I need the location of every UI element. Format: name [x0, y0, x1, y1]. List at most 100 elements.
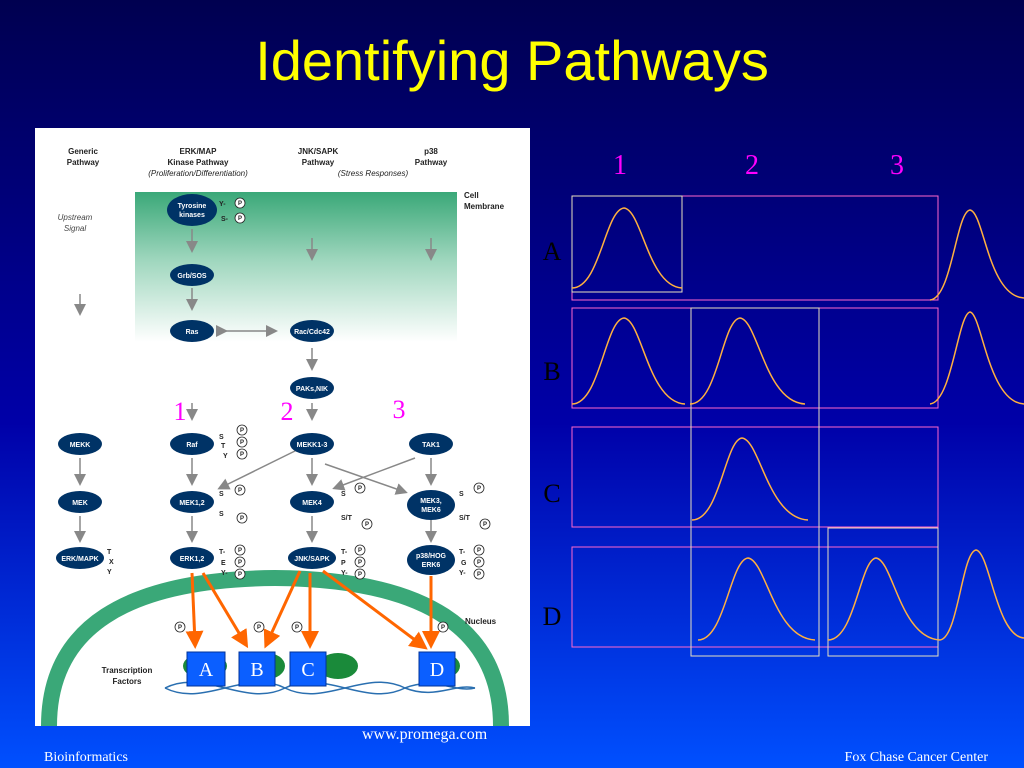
node-erk-mapk	[56, 547, 104, 569]
node-kinases-label: kinases	[179, 212, 205, 219]
phospho-circle	[234, 568, 246, 580]
phospho-p: P	[178, 625, 182, 631]
mod-letter: P	[341, 560, 346, 567]
footer-left: Bioinformatics	[44, 750, 128, 765]
curve-d2	[697, 557, 816, 641]
node-grb-label: Grb/SOS	[177, 273, 207, 280]
header-p38-line1: p38	[424, 147, 438, 156]
node-mek4-label: MEK4	[302, 500, 322, 507]
phospho-circle	[234, 484, 246, 496]
mod-letter: Y-	[221, 570, 228, 577]
mod-letter: X	[109, 559, 114, 566]
gray-arrow	[217, 449, 298, 490]
node-mekk1-3	[290, 433, 334, 455]
header-jnk-line3: (Stress Responses)	[338, 169, 409, 178]
phospho-p: P	[240, 452, 244, 458]
phospho-p: P	[358, 572, 362, 578]
phospho-circle	[354, 556, 366, 568]
phospho-circle	[253, 621, 265, 633]
node-erkmapk-label: ERK/MAPK	[61, 556, 98, 563]
mod-letter: Y-	[219, 201, 226, 208]
factors-label: Factors	[113, 677, 142, 686]
phospho-p: P	[477, 572, 481, 578]
mod-letter: S	[219, 491, 224, 498]
phospho-p: P	[477, 486, 481, 492]
phospho-p: P	[257, 625, 261, 631]
mod-letter: T-	[341, 549, 348, 556]
grid-col-3: 3	[890, 150, 904, 181]
orange-arrow	[263, 570, 302, 649]
mod-letter: Y	[107, 569, 112, 576]
curve-b1	[571, 317, 686, 405]
orange-arrow	[322, 569, 428, 650]
node-mek6-label: MEK6	[421, 507, 441, 514]
mod-letter: S	[459, 491, 464, 498]
node-mek1-2	[170, 491, 214, 513]
phospho-p: P	[295, 625, 299, 631]
node-ras	[170, 320, 214, 342]
mod-letter: S/T	[459, 515, 471, 522]
grid-col-1: 1	[613, 150, 627, 181]
phospho-circle	[473, 568, 485, 580]
header-generic-line2: Pathway	[67, 158, 100, 167]
diagram-pathway-2: 2	[281, 397, 294, 426]
mod-letter: Y-	[341, 570, 348, 577]
mod-letter: S-	[221, 216, 229, 223]
pathway-diagram: Generic Pathway ERK/MAP Kinase Pathway (…	[35, 128, 530, 726]
tf-box-b	[238, 651, 276, 687]
phospho-circle	[473, 544, 485, 556]
mod-letter: S	[341, 491, 346, 498]
node-ras-label: Ras	[186, 329, 199, 336]
grid-col-2: 2	[745, 150, 759, 181]
cell-highlight	[827, 527, 939, 657]
node-tyrosine-kinases	[167, 194, 217, 226]
curve-b2	[689, 317, 806, 405]
phospho-p: P	[238, 572, 242, 578]
header-erk-line1: ERK/MAP	[180, 147, 218, 156]
node-paks-label: PAKs,NIK	[296, 386, 328, 393]
node-paks-nik	[290, 377, 334, 399]
node-jnk-sapk	[288, 547, 336, 569]
mod-letter: Y-	[459, 570, 466, 577]
node-mekk13-label: MEKK1-3	[297, 442, 328, 449]
phospho-p: P	[358, 560, 362, 566]
header-jnk-line1: JNK/SAPK	[298, 147, 339, 156]
node-raf-label: Raf	[186, 442, 198, 449]
phospho-circle	[234, 212, 246, 224]
phospho-circle	[236, 424, 248, 436]
phospho-p: P	[238, 216, 242, 222]
transcription-label: Transcription	[102, 666, 153, 675]
header-generic-line1: Generic	[68, 147, 98, 156]
mod-letter: E	[221, 560, 226, 567]
node-erk1-2	[170, 547, 214, 569]
gray-arrow	[332, 457, 416, 491]
tf-box-a	[186, 651, 226, 687]
phospho-p: P	[477, 560, 481, 566]
tf-box-a-label: A	[199, 659, 214, 681]
nucleus-label: Nucleus	[465, 617, 497, 626]
phospho-circle	[354, 568, 366, 580]
header-jnk-line2: Pathway	[302, 158, 335, 167]
phospho-p: P	[483, 522, 487, 528]
node-p38hog-label: p38/HOG	[416, 553, 447, 560]
node-mek-label: MEK	[72, 500, 88, 507]
curve-c2	[691, 437, 809, 521]
diagram-pathway-3: 3	[393, 395, 406, 424]
phospho-circle	[473, 482, 485, 494]
node-p38-hog	[407, 545, 455, 575]
node-mek	[58, 491, 102, 513]
curve-b3	[929, 311, 1024, 405]
phospho-p: P	[238, 488, 242, 494]
node-mek4	[290, 491, 334, 513]
phospho-circle	[236, 512, 248, 524]
phospho-circle	[234, 556, 246, 568]
orange-arrow	[201, 572, 249, 649]
mod-letter: S/T	[341, 515, 353, 522]
phospho-p: P	[441, 625, 445, 631]
phospho-p: P	[238, 548, 242, 554]
diagram-pathway-1: 1	[174, 397, 187, 426]
tf-box-b-label: B	[250, 659, 263, 681]
upstream-label: Upstream	[58, 213, 93, 222]
footer-right: Fox Chase Cancer Center	[844, 750, 988, 765]
tf-blob	[318, 653, 358, 679]
